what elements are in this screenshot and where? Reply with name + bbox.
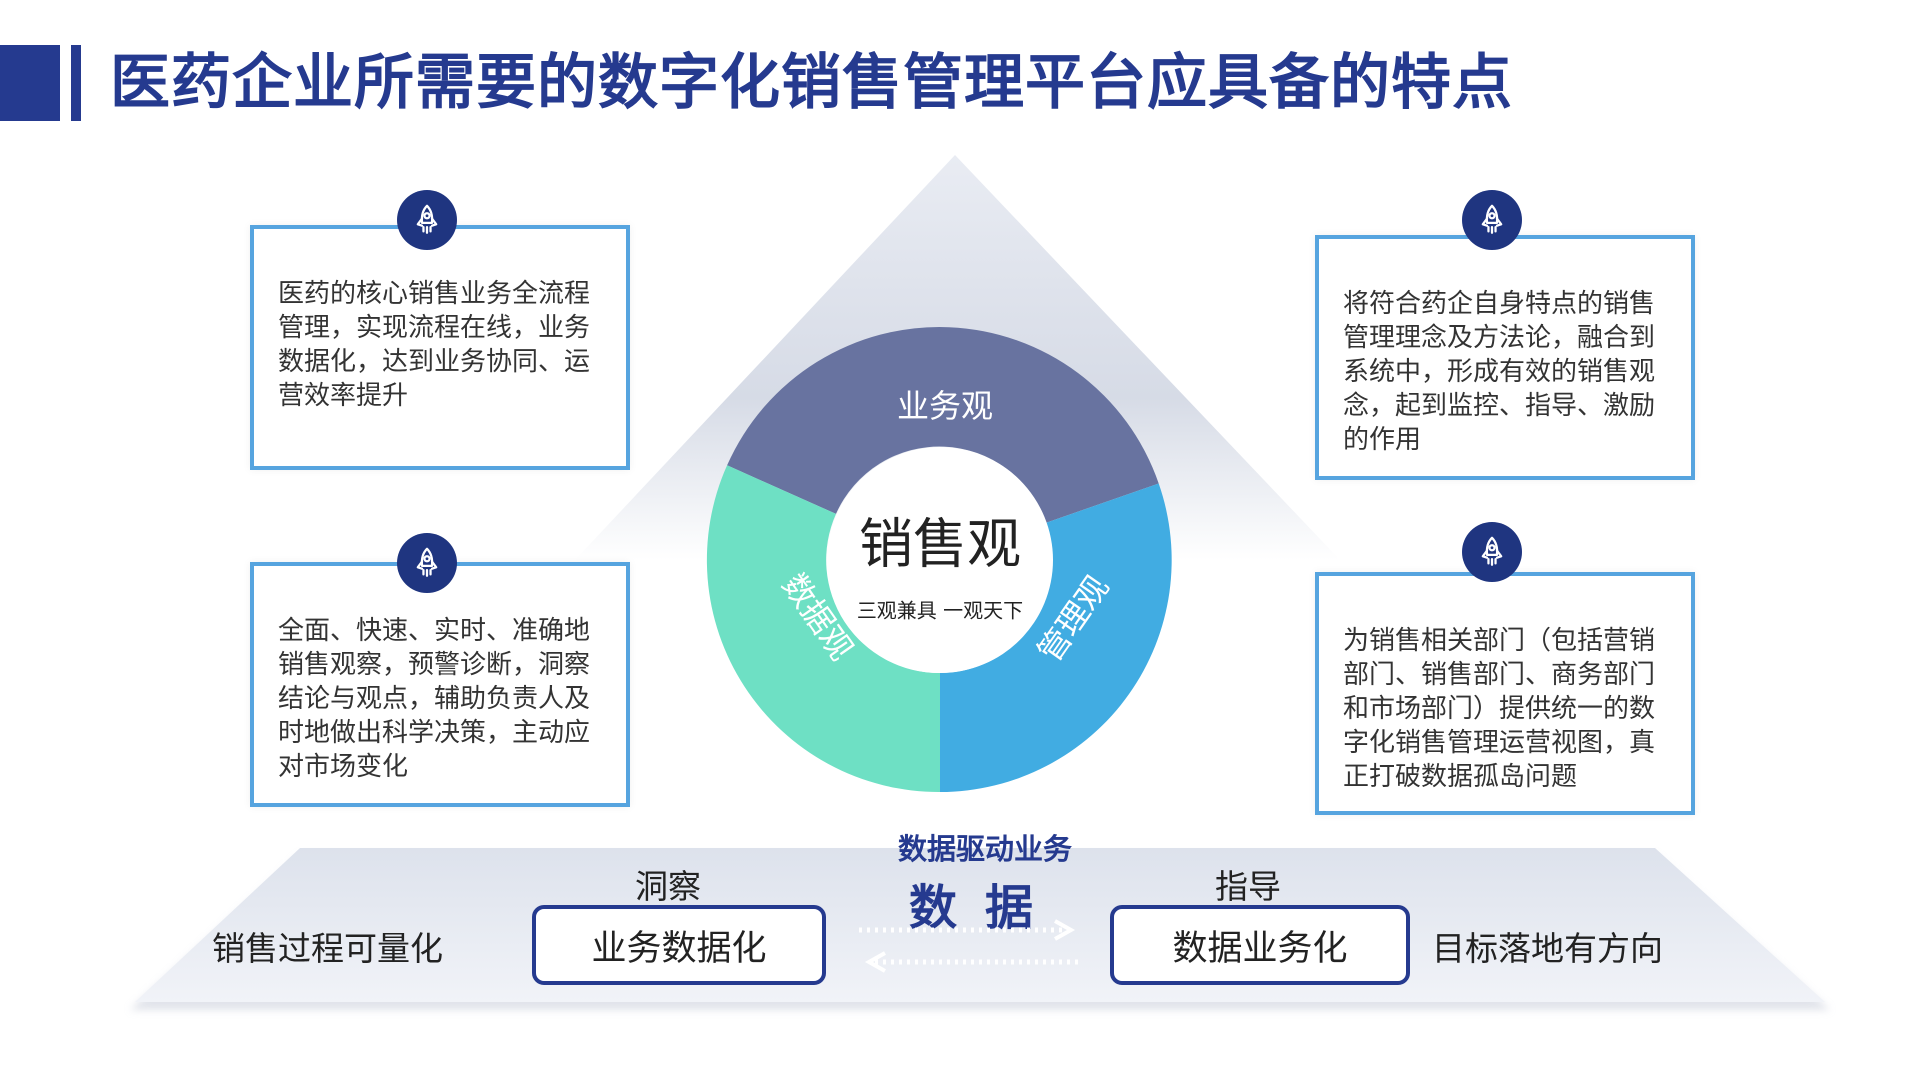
rocket-icon (1481, 536, 1503, 566)
ring-center-title: 销售观 (859, 513, 1021, 576)
rocket-icon (1481, 204, 1503, 234)
card-badge (397, 190, 457, 250)
rocket-icon (416, 204, 438, 234)
ring-segment-label: 业务观 (897, 387, 993, 425)
card-badge (1462, 522, 1522, 582)
page-title: 医药企业所需要的数字化销售管理平台应具备的特点 (110, 48, 1513, 118)
insight-caption: 洞察 (635, 867, 701, 906)
data-businessification-box: 数据业务化 (1110, 905, 1410, 985)
card-sales-insight: 全面、快速、实时、准确地销售观察，预警诊断，洞察结论与观点，辅助负责人及时地做出… (250, 562, 630, 807)
goal-direction-label: 目标落地有方向 (1432, 929, 1663, 968)
data-label: 数据 (908, 880, 1061, 936)
ring-segment-data (706, 465, 940, 793)
ring-center-subtitle: 三观兼具 一观天下 (857, 599, 1023, 623)
quantifiable-process-label: 销售过程可量化 (212, 929, 443, 968)
ring-segment-business (727, 327, 1159, 523)
card-unified-view: 为销售相关部门（包括营销部门、销售部门、商务部门和市场部门）提供统一的数字化销售… (1315, 572, 1695, 815)
card-business-process: 医药的核心销售业务全流程管理，实现流程在线，业务数据化，达到业务协同、运营效率提… (250, 225, 630, 470)
business-datafication-box: 业务数据化 (532, 905, 826, 985)
card-management-concept: 将符合药企自身特点的销售管理理念及方法论，融合到系统中，形成有效的销售观念，起到… (1315, 235, 1695, 480)
sales-view-ring: 业务观 数据观 管理观 销售观 三观兼具 一观天下 (706, 327, 1172, 793)
ring-segment-management (940, 483, 1172, 792)
card-badge (1462, 190, 1522, 250)
card-badge (397, 533, 457, 593)
title-accent-block (0, 45, 60, 121)
guidance-caption: 指导 (1215, 867, 1281, 906)
ring-center (827, 447, 1053, 673)
title-accent-stripe (71, 45, 81, 121)
dotted-arrow-right-icon (859, 919, 1076, 941)
data-driven-business-label: 数据驱动业务 (897, 832, 1072, 866)
dotted-arrow-left-icon (864, 951, 1081, 973)
rocket-icon (416, 547, 438, 577)
